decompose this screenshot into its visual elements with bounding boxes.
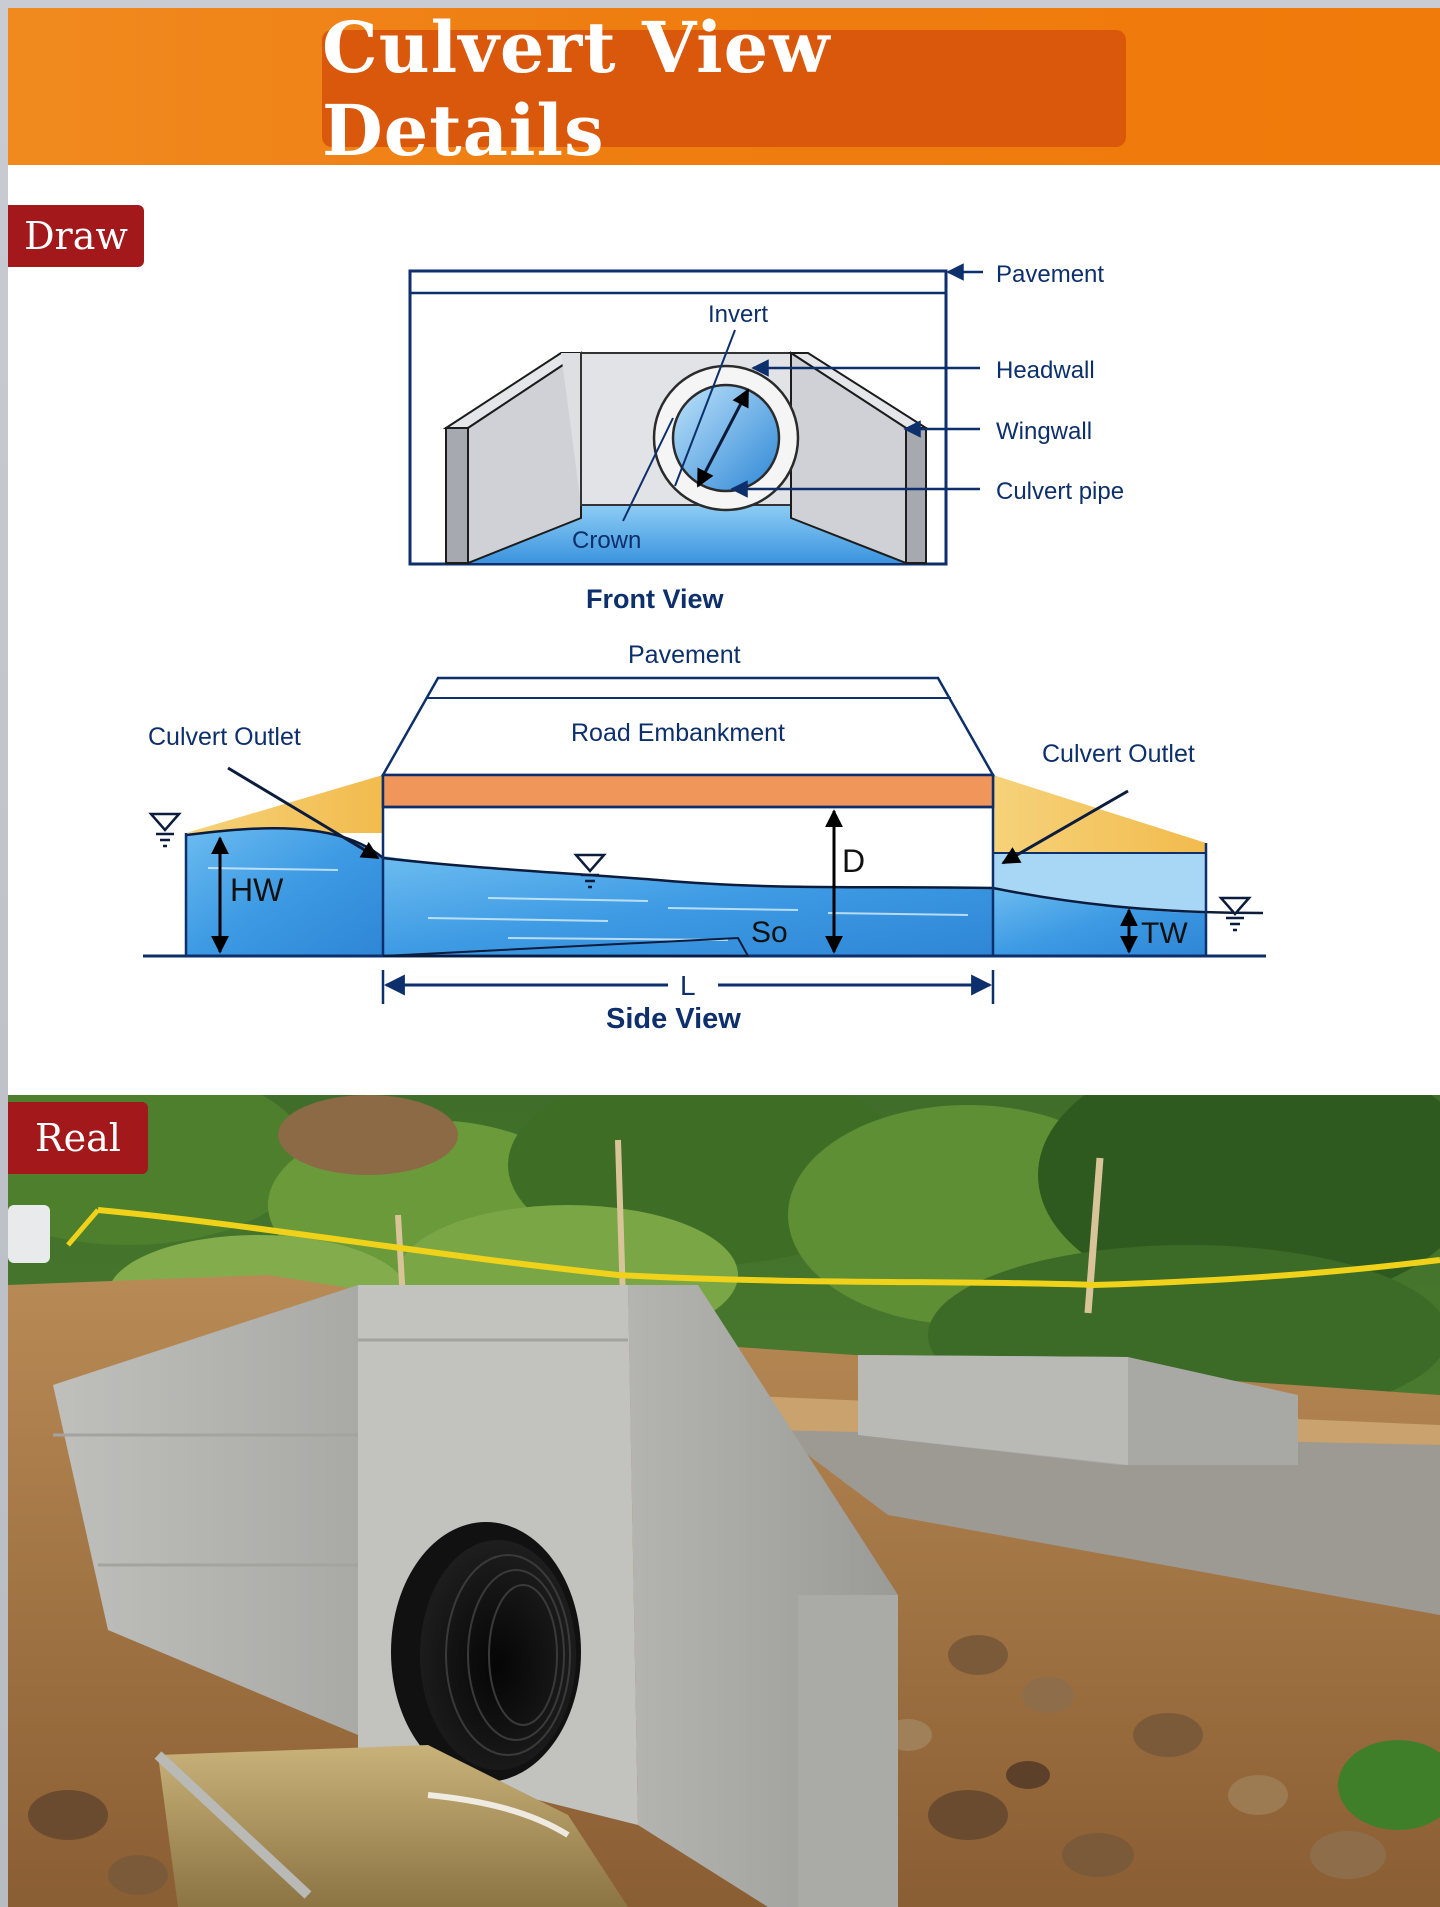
page-title: Culvert View Details	[322, 8, 831, 172]
crown-label: Crown	[572, 527, 641, 554]
invert-label: Invert	[708, 301, 768, 328]
right-outlet-leader	[1001, 789, 1129, 865]
pipe-diameter-arrow	[696, 388, 750, 488]
gravel-road	[768, 1425, 1440, 1615]
wingwall-label: Wingwall	[996, 418, 1092, 445]
plant	[1338, 1740, 1440, 1830]
right-embankment	[993, 775, 1206, 853]
water-splash	[427, 1792, 570, 1838]
left-embankment	[186, 775, 383, 833]
culvert-outlet-right-label: Culvert Outlet	[1042, 740, 1195, 768]
main-right-wingwall-end	[798, 1595, 898, 1907]
real-badge: Real	[8, 1102, 148, 1174]
slope-line	[382, 936, 750, 957]
left-outlet-leader	[227, 766, 380, 860]
hw-label: HW	[230, 872, 284, 908]
front-view: Pavement Invert Headwall Wingwall Culver…	[408, 261, 1124, 614]
front-view-caption: Front View	[586, 584, 725, 614]
water-level-symbol-center	[573, 853, 607, 889]
main-left-wingwall	[53, 1285, 358, 1735]
title-box: Culvert View Details	[322, 8, 1126, 172]
corrugated-pipe-interior	[420, 1540, 576, 1770]
barrel-crown-layer	[381, 773, 995, 809]
culvert-photo	[8, 1095, 1440, 1907]
headwall-label: Headwall	[996, 357, 1095, 384]
invert-leader	[674, 329, 736, 487]
l-label: L	[680, 970, 696, 1001]
headwater	[186, 828, 383, 956]
so-label: So	[751, 916, 788, 949]
side-view-caption: Side View	[606, 1003, 741, 1035]
tailwater	[993, 888, 1206, 956]
draw-badge: Draw	[8, 205, 144, 267]
content-canvas: Culvert View Details Draw	[8, 8, 1440, 1907]
caution-tape	[97, 1207, 1440, 1289]
side-view: Pavement Road Embankment Culvert Outlet …	[143, 641, 1266, 1035]
right-wingwall-end	[905, 427, 927, 564]
culvert-pipe-opening	[671, 383, 781, 493]
culvert-outlet-left-label: Culvert Outlet	[148, 723, 301, 751]
foliage	[8, 1095, 1440, 1425]
side-pavement-label: Pavement	[628, 641, 741, 669]
water-level-symbol-left	[148, 812, 182, 848]
header-banner: Culvert View Details	[8, 8, 1440, 172]
pavement-label: Pavement	[996, 261, 1104, 288]
road-embankment-label: Road Embankment	[571, 719, 785, 747]
left-wingwall-end	[445, 427, 469, 564]
pipe-corrugations	[445, 1554, 571, 1756]
crown-leader	[622, 417, 674, 522]
water-level-symbol-right	[1218, 896, 1252, 932]
culvert-pipe-label: Culvert pipe	[996, 478, 1124, 505]
caution-tape-end	[66, 1208, 100, 1247]
vehicle	[8, 1205, 50, 1263]
culvert-diagram: Pavement Invert Headwall Wingwall Culver…	[143, 261, 1266, 1035]
tw-label: TW	[1141, 917, 1188, 950]
distant-headwall-face	[858, 1355, 1128, 1465]
d-label: D	[842, 843, 865, 879]
apron-edge	[154, 1751, 312, 1899]
